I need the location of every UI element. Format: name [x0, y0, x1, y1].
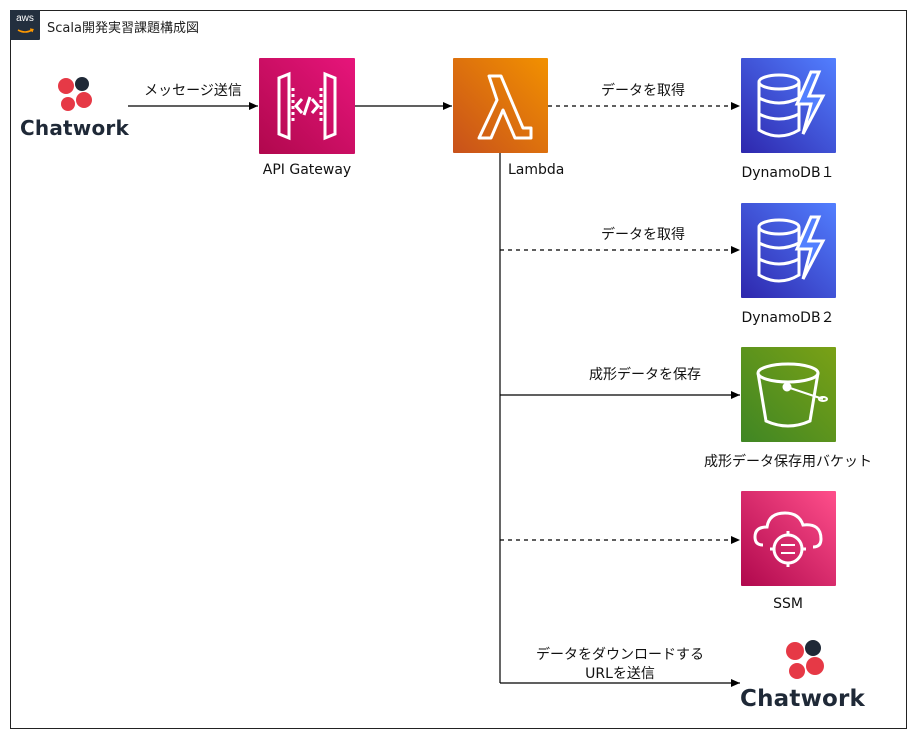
api-gateway-icon [277, 71, 337, 141]
edge-label-get-data-2: データを取得 [601, 227, 685, 243]
chatwork-dest-node: Chatwork [740, 636, 880, 718]
dynamodb2-label: DynamoDB２ [741, 310, 835, 326]
edge-label-send-url-line2: URLを送信 [585, 666, 655, 682]
ssm-label: SSM [773, 596, 803, 612]
diagram-title: Scala開発実習課題構成図 [47, 21, 199, 36]
aws-logo-icon: aws [10, 10, 40, 40]
dynamodb-icon [757, 215, 826, 283]
chatwork-dest-label: Chatwork [740, 686, 866, 712]
edge-label-get-data-1: データを取得 [601, 83, 685, 99]
chatwork-logo-icon [786, 640, 824, 679]
lambda-label: Lambda [508, 162, 565, 178]
chatwork-source-node: Chatwork [20, 72, 130, 144]
diagram-frame [10, 10, 907, 729]
api-gateway-node [259, 58, 355, 154]
chatwork-source-label: Chatwork [20, 116, 129, 140]
ssm-node [741, 491, 836, 586]
edge-label-send-url-line1: データをダウンロードする [536, 647, 704, 663]
lambda-node [453, 58, 548, 153]
ssm-icon [753, 511, 823, 567]
dynamodb-icon [757, 70, 826, 138]
edge-label-send-message: メッセージ送信 [144, 83, 242, 99]
edge-label-save-data: 成形データを保存 [589, 367, 701, 383]
dynamodb1-label: DynamoDB１ [741, 165, 835, 181]
dynamodb1-node [741, 58, 836, 153]
s3-bucket-node [741, 347, 836, 442]
chatwork-logo-icon [58, 77, 92, 111]
lambda-icon [477, 74, 533, 140]
s3-bucket-icon [756, 362, 828, 428]
api-gateway-label: API Gateway [262, 162, 352, 178]
dynamodb2-node [741, 203, 836, 298]
s3-bucket-label: 成形データ保存用バケット [704, 454, 872, 470]
